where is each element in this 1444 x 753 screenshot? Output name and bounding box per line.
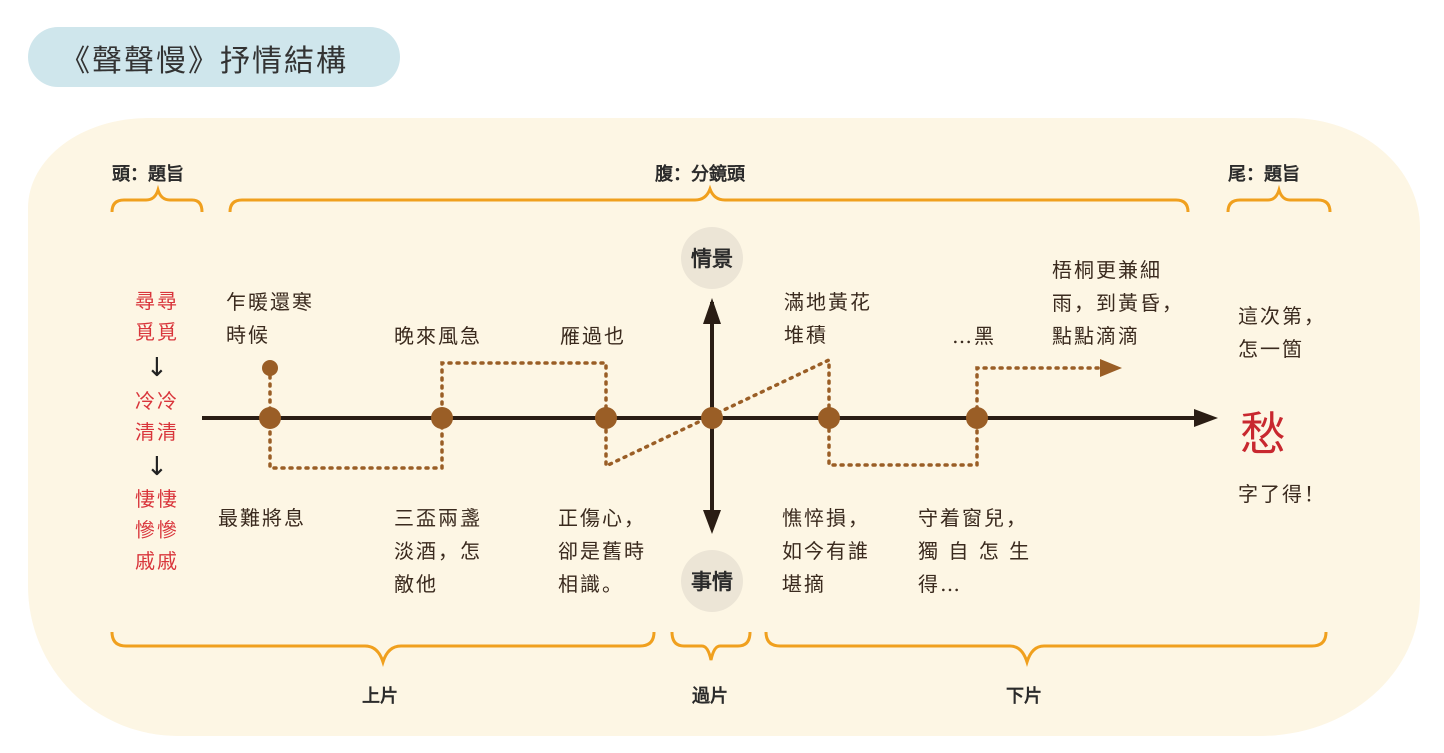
emotion-path xyxy=(268,357,1107,470)
intro-word-3: 悽悽 慘慘 戚戚 xyxy=(135,487,179,573)
section-first: 上片 xyxy=(362,686,398,707)
section-transition: 過片 xyxy=(692,686,728,707)
diagram-panel xyxy=(28,118,1420,736)
axis-top-circle: 情景 xyxy=(681,227,743,289)
sorrow-character: 愁 xyxy=(1240,407,1286,461)
vertical-arrow-down xyxy=(703,510,721,534)
section-second: 下片 xyxy=(1006,686,1042,707)
brace-transition xyxy=(670,631,752,661)
arrow-down-icon: ↓ xyxy=(146,353,168,383)
emotion-path-arrow xyxy=(1100,359,1122,377)
header-tail: 尾：題旨 xyxy=(1228,164,1300,185)
node-4 xyxy=(818,407,840,429)
node-center xyxy=(701,407,723,429)
label-top-3: 雁過也 xyxy=(560,324,626,348)
label-bottom-1: 最難將息 xyxy=(218,506,306,530)
vertical-arrow-up xyxy=(703,298,721,324)
header-head: 頭：題旨 xyxy=(112,164,184,185)
label-top-1: 乍暖還寒 時候 xyxy=(226,290,314,347)
label-bottom-4: 憔悴損， 如今有誰 堪摘 xyxy=(782,506,870,596)
axis-top-label: 情景 xyxy=(691,247,733,271)
label-top-4: 滿地黃花 堆積 xyxy=(784,290,872,347)
label-top-5: …黑 xyxy=(952,324,996,348)
label-top-2: 晚來風急 xyxy=(394,324,482,348)
node-5 xyxy=(966,407,988,429)
axis-bottom-label: 事情 xyxy=(691,570,733,594)
brace-second xyxy=(764,631,1328,668)
node-1 xyxy=(259,407,281,429)
horizontal-arrow xyxy=(1194,409,1218,427)
node-2 xyxy=(431,407,453,429)
brace-first xyxy=(110,631,656,668)
brace-tail xyxy=(1226,184,1332,213)
node-3 xyxy=(595,407,617,429)
header-belly: 腹：分鏡頭 xyxy=(655,164,745,185)
arrow-down-icon: ↓ xyxy=(146,452,168,482)
label-top-6: 梧桐更兼細 雨，到黃昏， 點點滴滴 xyxy=(1052,258,1184,348)
intro-word-1: 尋尋 覓覓 xyxy=(135,289,179,344)
brace-head xyxy=(110,184,204,213)
label-bottom-3: 正傷心， 卻是舊時 相識。 xyxy=(558,506,646,596)
ending-line-2: 字了得！ xyxy=(1238,482,1326,506)
label-bottom-5: 守着窗兒， 獨 自 怎 生 得… xyxy=(918,506,1032,596)
start-dot xyxy=(262,360,278,376)
page-title: 《聲聲慢》抒情結構 xyxy=(60,44,348,79)
label-bottom-2: 三盃兩盞 淡酒，怎 敵他 xyxy=(394,506,482,596)
ending-line-1: 這次第， 怎一箇 xyxy=(1238,304,1326,361)
intro-word-2: 冷冷 清清 xyxy=(135,389,179,444)
axis-bottom-circle: 事情 xyxy=(681,550,743,612)
title-pill xyxy=(28,27,400,87)
brace-belly xyxy=(228,184,1190,213)
